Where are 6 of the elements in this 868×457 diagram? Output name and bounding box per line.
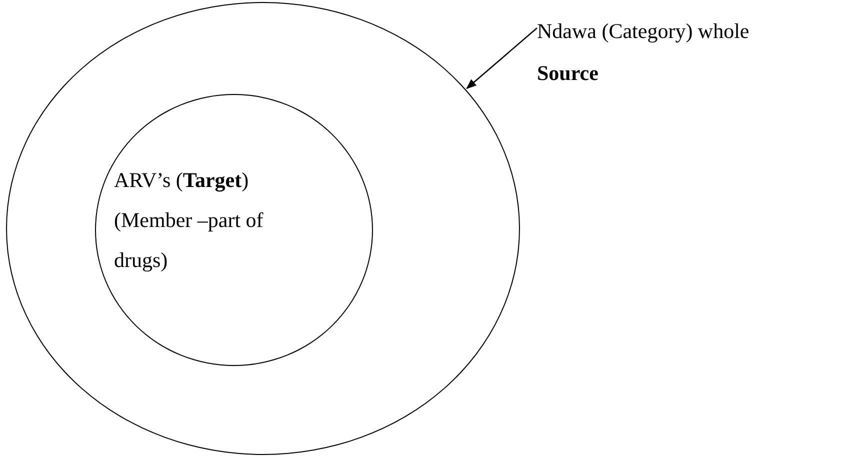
leader-arrow xyxy=(466,28,538,90)
outer-ellipse xyxy=(6,2,520,455)
node-label: ARV’s (Target) (Member –part of drugs) xyxy=(114,168,264,272)
source-label: Source xyxy=(537,60,598,87)
inner-ellipse xyxy=(95,94,373,366)
leader-label: Ndawa (Category) whole xyxy=(537,18,750,45)
